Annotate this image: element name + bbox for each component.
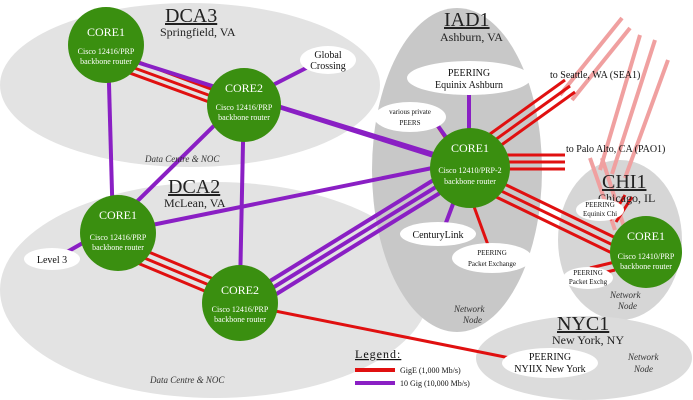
legend-tengig-label: 10 Gig (10,000 Mb/s) xyxy=(400,379,470,388)
router-dca2-core1-role: backbone router xyxy=(92,243,144,252)
peer-global-crossing-line1: Global xyxy=(314,50,341,61)
remote-seattle-label: to Seattle, WA (SEA1) xyxy=(550,70,640,81)
legend: Legend: GigE (1,000 Mb/s) 10 Gig (10,000… xyxy=(355,347,470,388)
router-dca3-core2-model: Cisco 12416/PRP xyxy=(216,103,273,112)
router-dca2-core2-title: CORE2 xyxy=(221,283,259,297)
site-iad1-note-line2: Node xyxy=(462,315,482,325)
router-dca2-core1-title: CORE1 xyxy=(99,208,137,222)
peer-equinix-chi-line2: Equinix Chi xyxy=(583,210,617,218)
site-chi1-name: CHI1 xyxy=(602,171,646,193)
site-nyc1-name: NYC1 xyxy=(557,313,609,335)
peer-packet-exchange-line1: PEERING xyxy=(477,249,507,257)
site-iad1-name: IAD1 xyxy=(444,9,490,31)
peer-private: various private PEERS xyxy=(374,102,446,132)
peer-global-crossing-line2: Crossing xyxy=(310,61,346,72)
peer-packet-exchange-line2: Packet Exchange xyxy=(468,260,516,268)
site-dca3-name: DCA3 xyxy=(165,5,217,27)
peer-packet-exchg-chi-line2: Packet Exchg xyxy=(569,278,608,286)
router-dca2-core1-model: Cisco 12416/PRP xyxy=(90,233,147,242)
router-dca3-core1-model: Cisco 12416/PRP xyxy=(78,47,135,56)
site-dca3-note: Data Centre & NOC xyxy=(144,154,220,164)
site-iad1-city: Ashburn, VA xyxy=(440,30,503,44)
peer-packet-exchange: PEERING Packet Exchange xyxy=(452,243,532,273)
site-chi1-note-line1: Network xyxy=(609,290,642,300)
peer-equinix-ashburn: PEERING Equinix Ashburn xyxy=(407,61,531,95)
peer-nyiix-line1: PEERING xyxy=(529,352,571,363)
router-iad1-core1[interactable]: CORE1 Cisco 12410/PRP-2 backbone router xyxy=(430,128,510,208)
router-dca2-core1[interactable]: CORE1 Cisco 12416/PRP backbone router xyxy=(80,195,156,271)
peer-equinix-ashburn-line2: Equinix Ashburn xyxy=(435,80,503,91)
legend-title: Legend: xyxy=(355,347,401,361)
peer-private-line1: various private xyxy=(389,108,431,116)
peer-packet-exchg-chi-line1: PEERING xyxy=(573,269,603,277)
router-chi1-core1-role: backbone router xyxy=(620,262,672,271)
peer-centurylink-label: CenturyLink xyxy=(412,230,463,241)
router-dca2-core2-role: backbone router xyxy=(214,315,266,324)
router-dca3-core2-role: backbone router xyxy=(218,113,270,122)
site-dca2-name: DCA2 xyxy=(168,176,220,198)
peer-private-line2: PEERS xyxy=(399,119,420,127)
router-chi1-core1[interactable]: CORE1 Cisco 12410/PRP backbone router xyxy=(610,216,682,288)
router-dca3-core2-title: CORE2 xyxy=(225,81,263,95)
peer-equinix-ashburn-line1: PEERING xyxy=(448,68,490,79)
site-nyc1-note-line1: Network xyxy=(627,352,660,362)
router-dca2-core2[interactable]: CORE2 Cisco 12416/PRP backbone router xyxy=(202,265,278,341)
site-nyc1-note-line2: Node xyxy=(633,364,653,374)
router-chi1-core1-model: Cisco 12410/PRP xyxy=(618,252,675,261)
router-dca3-core1[interactable]: CORE1 Cisco 12416/PRP backbone router xyxy=(68,7,144,83)
peer-level3-label: Level 3 xyxy=(37,255,67,266)
site-iad1-note-line1: Network xyxy=(453,304,486,314)
peer-centurylink: CenturyLink xyxy=(400,222,476,246)
peer-level3: Level 3 xyxy=(24,248,80,270)
site-dca2-note: Data Centre & NOC xyxy=(149,375,225,385)
router-iad1-core1-title: CORE1 xyxy=(451,141,489,155)
remote-palo-alto-label: to Palo Alto, CA (PAO1) xyxy=(566,144,665,155)
router-dca2-core2-model: Cisco 12416/PRP xyxy=(212,305,269,314)
peer-equinix-chi: PEERING Equinix Chi xyxy=(576,199,624,221)
peer-global-crossing: Global Crossing xyxy=(300,46,356,74)
site-dca2-city: McLean, VA xyxy=(164,196,226,210)
site-nyc1-city: New York, NY xyxy=(552,333,624,347)
peer-nyiix-line2: NYIIX New York xyxy=(514,364,585,375)
legend-gige-label: GigE (1,000 Mb/s) xyxy=(400,366,461,375)
router-iad1-core1-role: backbone router xyxy=(444,177,496,186)
router-dca3-core1-role: backbone router xyxy=(80,57,132,66)
site-dca3-city: Springfield, VA xyxy=(160,25,236,39)
peer-equinix-chi-line1: PEERING xyxy=(585,201,615,209)
peer-packet-exchg-chi: PEERING Packet Exchg xyxy=(563,267,613,289)
site-chi1-note-line2: Node xyxy=(617,301,637,311)
router-dca3-core2[interactable]: CORE2 Cisco 12416/PRP backbone router xyxy=(207,68,281,142)
router-iad1-core1-model: Cisco 12410/PRP-2 xyxy=(438,166,501,175)
router-dca3-core1-title: CORE1 xyxy=(87,25,125,39)
remote-links xyxy=(558,16,670,231)
router-chi1-core1-title: CORE1 xyxy=(627,229,665,243)
peer-nyiix: PEERING NYIIX New York xyxy=(502,348,598,378)
